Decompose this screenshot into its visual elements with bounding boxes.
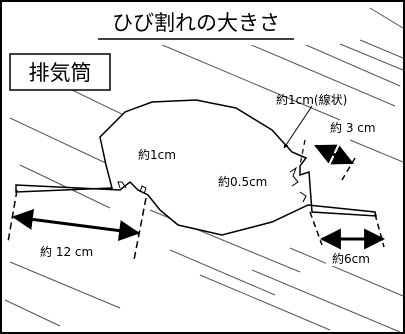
right-lower-length-label: 約6cm	[332, 251, 370, 266]
part-label: 排気筒	[29, 61, 92, 85]
part-label-box	[9, 53, 111, 91]
right-upper-extent-line	[299, 139, 306, 166]
left-extent-line-2	[133, 197, 147, 261]
right-lower-extent-line	[309, 211, 323, 246]
diagram-title: ひび割れの大きさ	[112, 11, 280, 35]
right-lower-extent-line-2	[374, 213, 385, 248]
left-length-arrow	[11, 209, 141, 241]
right-upper-length-arrow	[314, 144, 354, 165]
crack-width-note: 約1cm(線状)	[276, 92, 347, 107]
background-hatching	[4, 7, 404, 333]
center-gap-bracket	[117, 181, 147, 195]
right-lower-label-backdrop	[326, 250, 382, 266]
right-gap-bracket	[289, 166, 307, 203]
left-length-label: 約 12 cm	[40, 244, 93, 259]
crack-outline	[15, 99, 377, 236]
right-upper-length-label: 約 3 cm	[330, 120, 376, 135]
center-gap-label: 約1cm	[138, 147, 176, 162]
right-gap-label: 約0.5cm	[218, 174, 267, 189]
crack-width-leader	[283, 105, 313, 149]
